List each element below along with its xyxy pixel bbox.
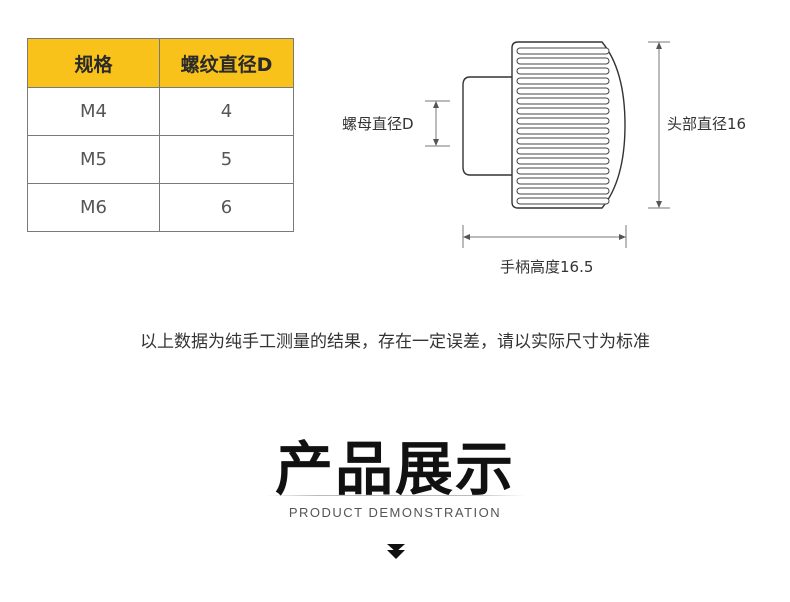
header-thread-diameter: 螺纹直径D	[159, 38, 294, 88]
cell-diameter: 5	[159, 135, 294, 184]
table-row: M5 5	[27, 135, 294, 184]
knurl-ridge	[516, 187, 610, 195]
knurl-ridge	[516, 67, 610, 75]
head-diameter-label: 头部直径16	[667, 115, 746, 133]
section-title: 产品展示	[274, 435, 515, 503]
section-subtitle: PRODUCT DEMONSTRATION	[288, 505, 502, 520]
nut-shaft-outline	[462, 76, 512, 176]
chevron-down-double-icon	[387, 544, 405, 559]
title-divider	[265, 495, 525, 496]
knurl-ridge	[516, 117, 610, 125]
spec-table: 规格 螺纹直径D M4 4 M5 5 M6 6	[27, 38, 294, 232]
handle-height-label: 手柄高度16.5	[500, 258, 593, 276]
knurl-ridge	[516, 127, 610, 135]
table-row: M6 6	[27, 183, 294, 232]
knurl-ridge	[516, 137, 610, 145]
knurl-ridge	[516, 107, 610, 115]
knurl-ridges	[516, 47, 610, 205]
knurl-ridge	[516, 57, 610, 65]
nut-diameter-label: 螺母直径D	[342, 115, 414, 133]
knurl-ridge	[516, 177, 610, 185]
knurl-ridge	[516, 147, 610, 155]
knurl-ridge	[516, 157, 610, 165]
measurement-note: 以上数据为纯手工测量的结果，存在一定误差，请以实际尺寸为标准	[140, 332, 650, 352]
knurl-ridge	[516, 77, 610, 85]
knurl-ridge	[516, 87, 610, 95]
knurl-ridge	[516, 167, 610, 175]
cell-spec: M4	[27, 87, 160, 136]
knurl-ridge	[516, 97, 610, 105]
cell-diameter: 4	[159, 87, 294, 136]
table-row: M4 4	[27, 87, 294, 136]
cell-spec: M6	[27, 183, 160, 232]
header-spec: 规格	[27, 38, 160, 88]
cell-spec: M5	[27, 135, 160, 184]
knurl-ridge	[516, 197, 610, 205]
knurl-ridge	[516, 47, 610, 55]
cell-diameter: 6	[159, 183, 294, 232]
table-header-row: 规格 螺纹直径D	[27, 38, 294, 88]
dimension-diagram: 螺母直径D 头部直径16 手柄高度16.5	[342, 41, 746, 276]
